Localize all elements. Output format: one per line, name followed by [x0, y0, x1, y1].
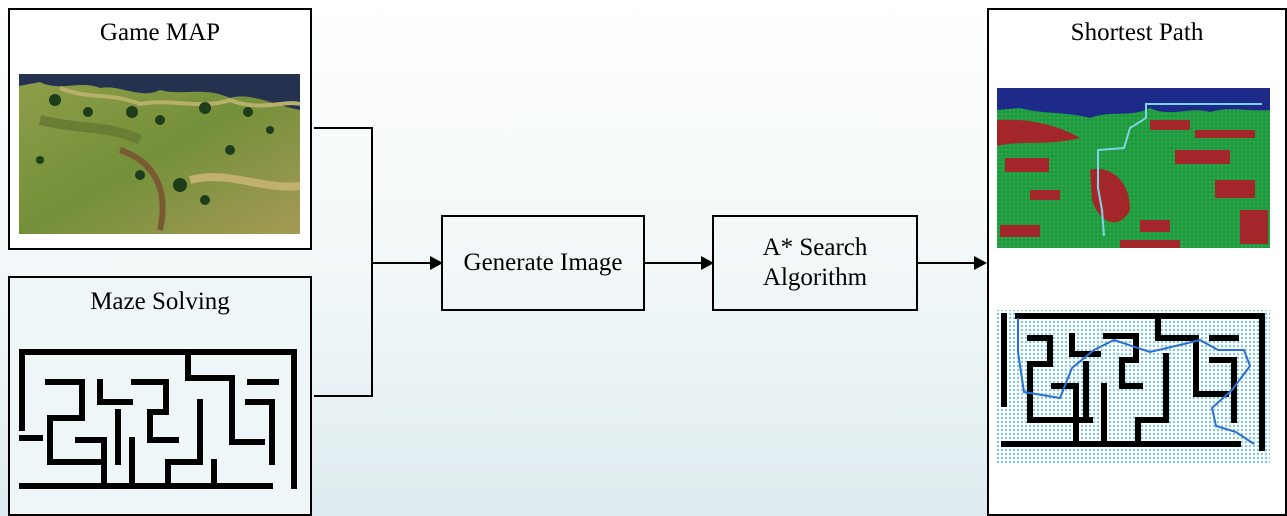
- arrowhead-to-generate-image: [430, 256, 443, 270]
- maze-title: Maze Solving: [90, 288, 230, 315]
- maze-image: [19, 349, 297, 489]
- game-map-title: Game MAP: [99, 19, 221, 46]
- maze-panel: [8, 276, 312, 516]
- shortest-path-map-image: [997, 88, 1270, 248]
- shortest-path-line: [1097, 103, 1262, 237]
- astar-label-line1: A* Search: [762, 234, 868, 261]
- arrowhead-to-shortest-path: [974, 256, 987, 270]
- shortest-path-title: Shortest Path: [1070, 19, 1204, 46]
- astar-search-box: A* Search Algorithm: [712, 215, 918, 311]
- game-map-image: [19, 74, 301, 234]
- arrowhead-to-astar: [701, 256, 714, 270]
- generate-image-label: Generate Image: [463, 249, 623, 276]
- shortest-path-maze-image: [997, 310, 1270, 464]
- astar-label-line2: Algorithm: [762, 264, 868, 291]
- generate-image-box: Generate Image: [441, 215, 645, 311]
- connectors: [314, 127, 978, 397]
- maze-solution-line: [1017, 318, 1255, 445]
